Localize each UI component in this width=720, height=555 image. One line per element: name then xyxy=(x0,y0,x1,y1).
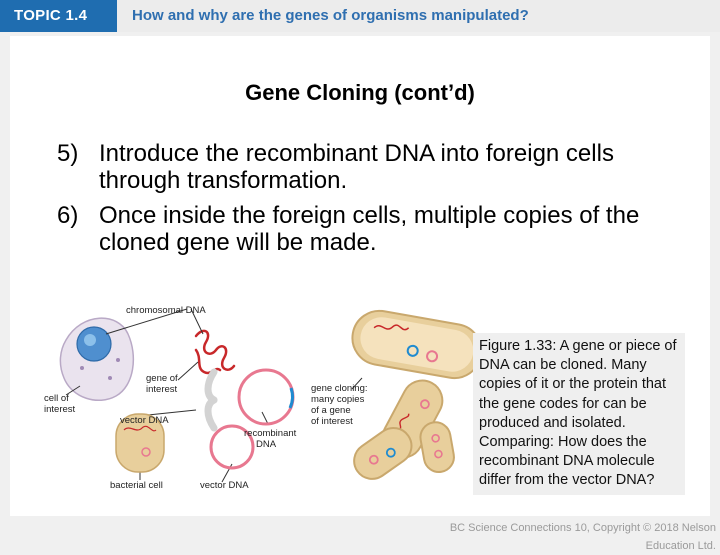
point-item: 6) Once inside the foreign cells, multip… xyxy=(57,202,657,256)
topic-header-bar: TOPIC 1.4 How and why are the genes of o… xyxy=(0,0,720,32)
topic-question: How and why are the genes of organisms m… xyxy=(132,7,529,24)
point-number: 6) xyxy=(57,202,79,229)
topic-badge: TOPIC 1.4 xyxy=(0,0,117,32)
figure-caption: Figure 1.33: A gene or piece of DNA can … xyxy=(473,333,685,495)
point-item: 5) Introduce the recombinant DNA into fo… xyxy=(57,140,657,194)
copyright-footer: BC Science Connections 10, Copyright © 2… xyxy=(449,522,716,552)
numbered-points: 5) Introduce the recombinant DNA into fo… xyxy=(57,140,657,264)
slide-title: Gene Cloning (cont’d) xyxy=(245,80,475,105)
point-number: 5) xyxy=(57,140,79,167)
point-text: Introduce the recombinant DNA into forei… xyxy=(99,140,614,194)
point-text: Once inside the foreign cells, multiple … xyxy=(99,202,640,256)
